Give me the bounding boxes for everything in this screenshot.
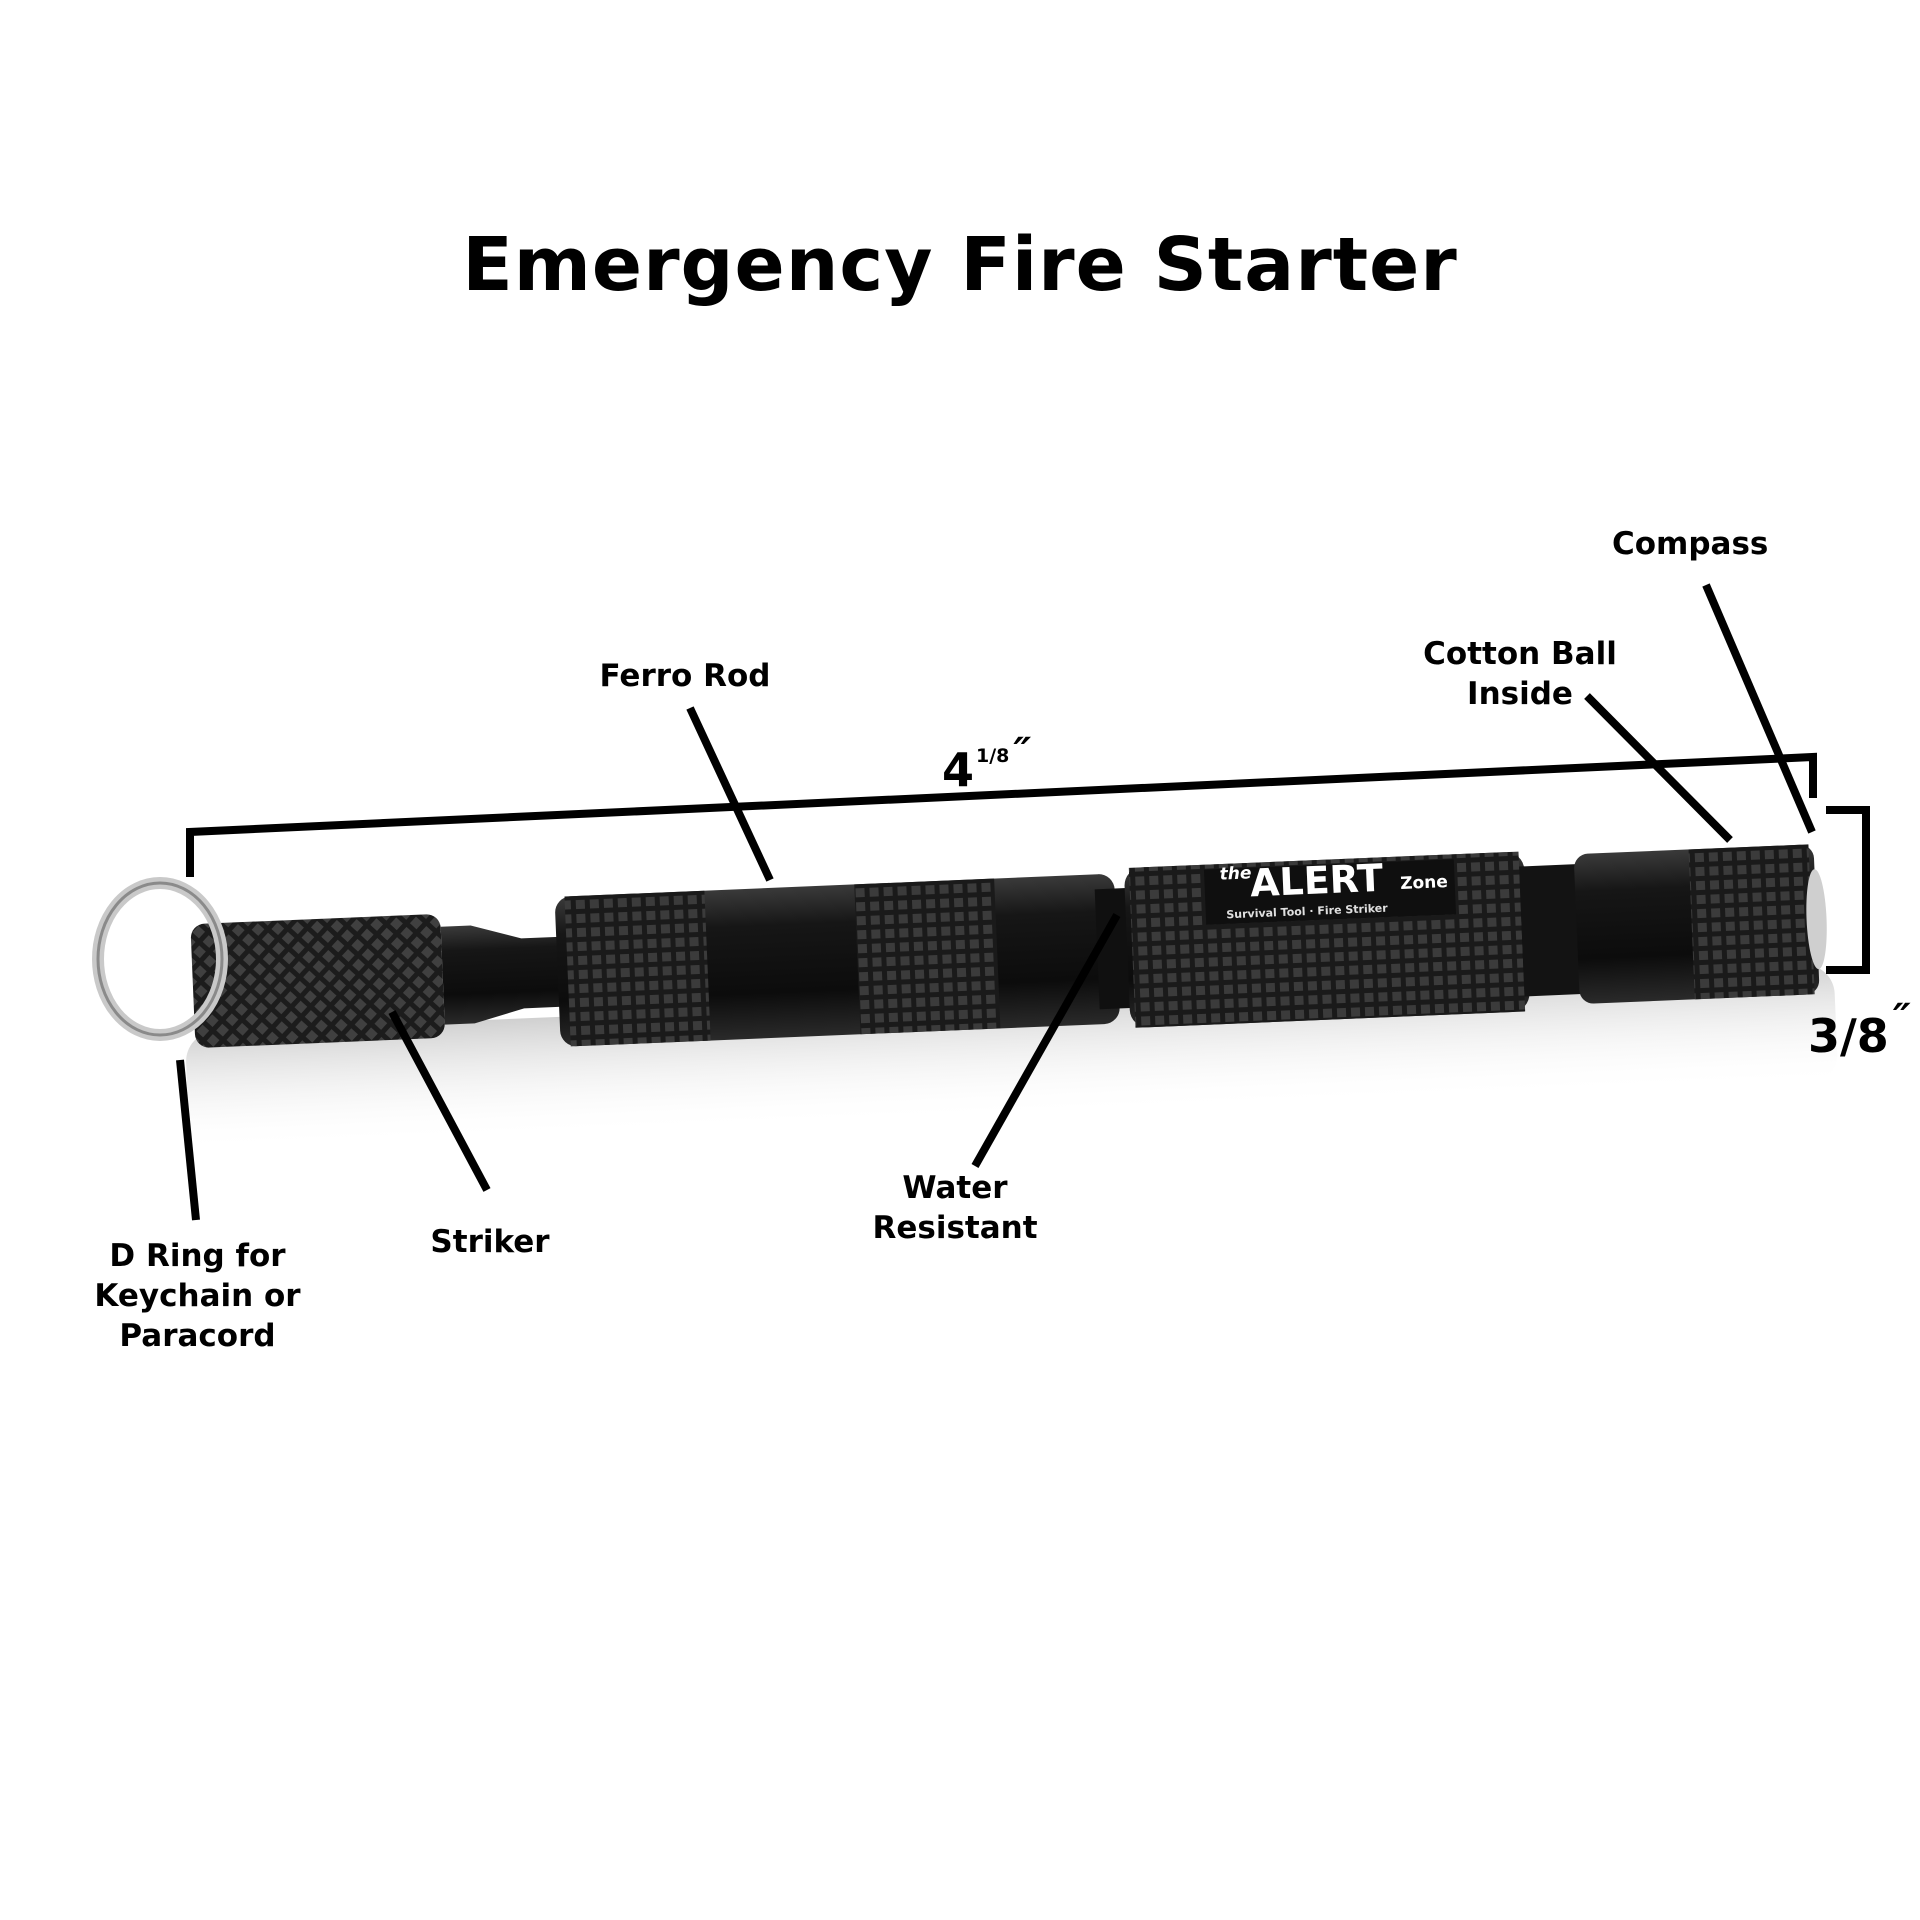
label-striker: Striker bbox=[430, 1224, 550, 1260]
length-bracket bbox=[186, 752, 1817, 877]
label-water-resistant: Water Resistant bbox=[872, 1170, 1038, 1246]
brand-logo: the ALERT Zone Survival Tool · Fire Stri… bbox=[1219, 856, 1448, 922]
brand-plate bbox=[1203, 859, 1457, 925]
ferro-grip-2 bbox=[854, 878, 1001, 1035]
diameter-bracket bbox=[1826, 806, 1870, 974]
cap-neck bbox=[1519, 864, 1585, 997]
leader-cotton-ball bbox=[1584, 693, 1733, 843]
label-d-ring: D Ring for Keychain or Paracord bbox=[94, 1238, 301, 1354]
striker-neck bbox=[440, 925, 565, 1025]
striker-grip bbox=[190, 914, 445, 1048]
svg-text:ALERT: ALERT bbox=[1249, 856, 1384, 906]
cap-grip bbox=[1688, 844, 1815, 1000]
ferro-grip-1 bbox=[564, 890, 711, 1047]
leader-water-resistant bbox=[971, 913, 1121, 1168]
leader-compass bbox=[1702, 583, 1816, 834]
fire-starter-body bbox=[190, 844, 1827, 1048]
label-compass: Compass bbox=[1612, 526, 1769, 562]
label-cotton-ball: Cotton Ball Inside bbox=[1423, 636, 1617, 712]
svg-text:the: the bbox=[1219, 863, 1252, 884]
diameter-dimension: 3/8″ bbox=[1808, 996, 1911, 1063]
page-title: Emergency Fire Starter bbox=[462, 222, 1458, 308]
leader-striker bbox=[388, 1010, 491, 1192]
label-ferro-rod: Ferro Rod bbox=[599, 658, 771, 694]
svg-text:Zone: Zone bbox=[1400, 872, 1448, 894]
leader-ferro-rod bbox=[686, 706, 774, 882]
compass-lens bbox=[1806, 869, 1827, 970]
leader-d-ring bbox=[176, 1059, 200, 1221]
